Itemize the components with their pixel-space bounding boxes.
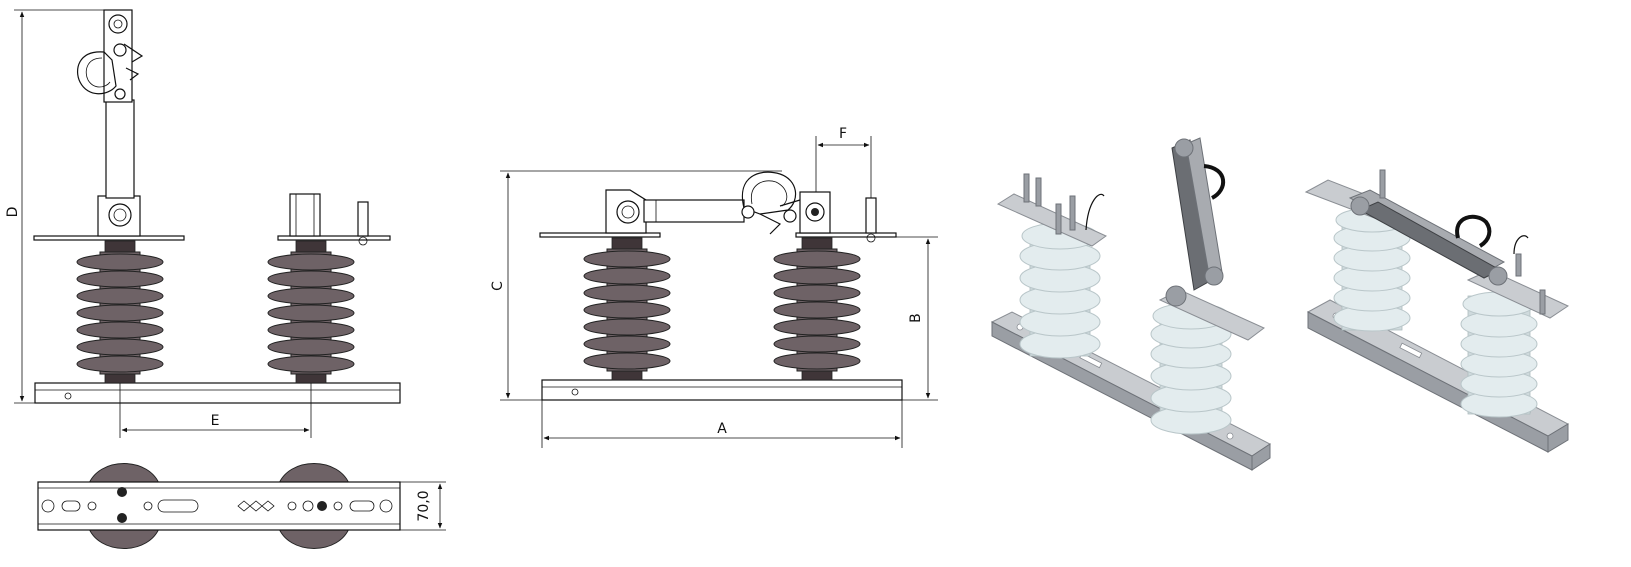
front-view-open-position: D E: [5, 9, 401, 438]
insulator-left: [76, 240, 164, 384]
dimension-label-base-width: 70,0: [416, 490, 432, 521]
porcelain-insulator-3d-right: [1150, 302, 1232, 435]
dimension-label-c: C: [490, 281, 506, 291]
pull-ring-left: [76, 51, 117, 95]
dimension-label-e: E: [211, 413, 220, 429]
dimension-label-f: F: [839, 126, 847, 142]
top-view-base: 70,0: [37, 463, 446, 549]
insulator-right: [267, 240, 355, 384]
insulator-closed-right: [773, 237, 861, 381]
base-channel: [34, 382, 401, 404]
dimension-label-a: A: [717, 421, 727, 437]
render-3d-open: [990, 137, 1271, 471]
dimension-label-b: B: [908, 313, 924, 323]
dimension-label-d: D: [5, 207, 21, 218]
porcelain-insulator-3d-left: [1019, 222, 1101, 359]
render-3d-closed: [1304, 169, 1570, 453]
base-channel-closed: [541, 379, 903, 401]
insulator-closed-left: [583, 237, 671, 381]
switch-blade-closed: [643, 199, 745, 223]
pull-ring-closed: [741, 171, 797, 215]
porcelain-insulator-3d-closed-right: [1460, 291, 1538, 418]
base-plate-top: [37, 481, 401, 531]
front-view-closed-position: C A B F: [490, 126, 938, 448]
switch-blade-open: [105, 99, 135, 199]
